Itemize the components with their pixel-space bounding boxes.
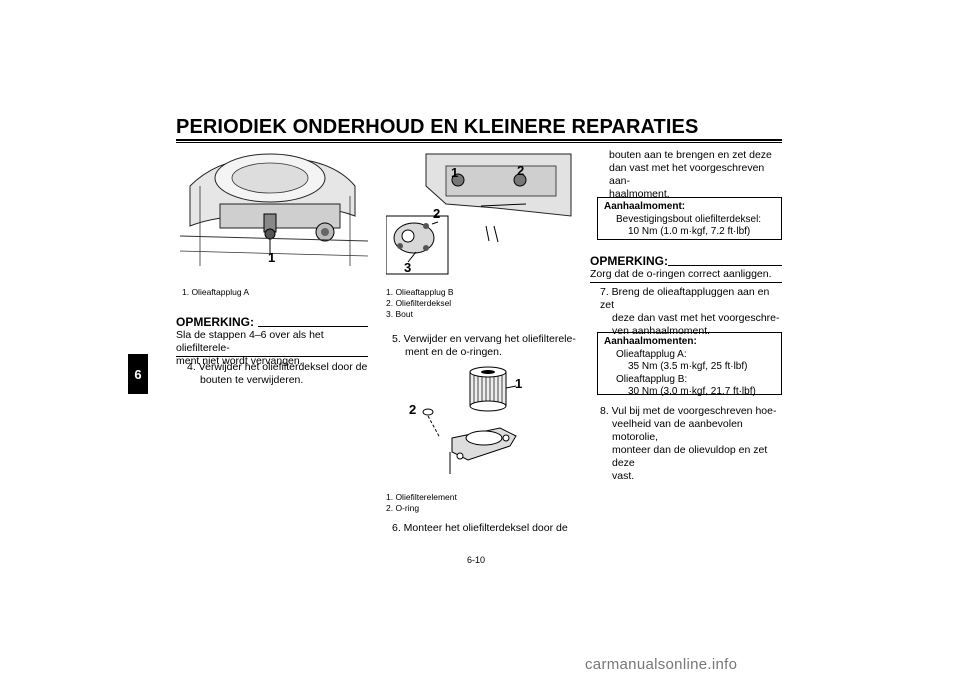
- torque-value: 10 Nm (1.0 m·kgf, 7.2 ft·lbf): [628, 226, 751, 237]
- torque-value-b: 30 Nm (3.0 m·kgf, 21.7 ft·lbf): [628, 386, 756, 397]
- step-4-line-2: bouten te verwijderen.: [200, 374, 304, 386]
- title-rule-thin: [176, 142, 782, 143]
- step-5-line-1: 5. Verwijder en vervang het oliefilterel…: [392, 333, 576, 345]
- filter-element-figure: [400, 364, 540, 484]
- cont-line-2: dan vast met het voorgeschreven aan-: [609, 162, 765, 187]
- note-line-2: ment niet wordt vervangen.: [176, 355, 303, 367]
- step-4: 4. Verwijder het oliefilterdeksel door d…: [187, 361, 371, 387]
- callout-b-3: 2: [433, 206, 441, 221]
- callout-1: 1: [268, 250, 276, 265]
- caption-c-1: 1. Oliefilterelement: [386, 492, 457, 502]
- torque-item: Bevestigingsbout oliefilterdeksel:: [616, 213, 762, 225]
- caption-b-2: 2. Oliefilterdeksel: [386, 298, 452, 308]
- caption-c-2: 2. O-ring: [386, 503, 420, 513]
- note-heading-2: OPMERKING:: [590, 254, 668, 268]
- callout-b-2: 2: [517, 163, 525, 178]
- step-6-line-1: 6. Monteer het oliefilterdeksel door de: [392, 522, 568, 534]
- page-number: 6-10: [467, 555, 486, 565]
- torque-heading: Aanhaalmoment:: [604, 201, 686, 212]
- figure-captions-b: 1. Olieaftapplug B 2. Oliefilterdeksel 3…: [386, 287, 454, 320]
- step-4-line-1: 4. Verwijder het oliefilterdeksel door d…: [187, 361, 368, 373]
- callout-b-1: 1: [451, 165, 459, 180]
- step-7-line-1: 7. Breng de olieaftappluggen aan en zet: [600, 286, 770, 311]
- page-title: PERIODIEK ONDERHOUD EN KLEINERE REPARATI…: [176, 116, 699, 138]
- title-rule: [176, 139, 782, 141]
- note-text-2: Zorg dat de o-ringen correct aanliggen.: [590, 268, 772, 280]
- step-5: 5. Verwijder en vervang het oliefilterel…: [392, 333, 580, 359]
- torque-box-drain-plugs: Aanhaalmomenten: Olieaftapplug A: 35 Nm …: [597, 332, 782, 397]
- note-heading: OPMERKING:: [176, 315, 254, 329]
- step-6: 6. Monteer het oliefilterdeksel door de: [392, 522, 580, 535]
- step-8-line-4: vast.: [612, 470, 635, 482]
- step-7-line-3: ven aanhaalmoment.: [612, 325, 711, 337]
- step-7-line-2: deze dan vast met het voorgeschre-: [612, 312, 780, 324]
- torque-item-b: Olieaftapplug B:: [616, 373, 688, 385]
- filter-element-illustration: [400, 364, 540, 484]
- engine-illustration-a: [180, 146, 368, 274]
- step-6-continuation: bouten aan te brengen en zet deze dan va…: [609, 149, 785, 201]
- note-end-rule-2: [590, 282, 782, 283]
- chapter-tab: 6: [128, 354, 148, 394]
- step-5-line-2: ment en de o-ringen.: [405, 346, 502, 358]
- step-8: 8. Vul bij met de voorgeschreven hoe- ve…: [600, 405, 784, 483]
- figure-caption: 1. Olieaftapplug A: [182, 287, 250, 297]
- step-8-line-1: 8. Vul bij met de voorgeschreven hoe-: [600, 405, 777, 417]
- engine-figure-filter-cover: [386, 146, 576, 276]
- caption-b-1: 1. Olieaftapplug B: [386, 287, 454, 297]
- engine-illustration-b: [386, 146, 576, 276]
- step-8-line-3: monteer dan de olievuldop en zet deze: [612, 444, 768, 469]
- note-text: Sla de stappen 4–6 over als het oliefilt…: [176, 329, 370, 368]
- step-8-line-2: veelheid van de aanbevolen motorolie,: [612, 418, 743, 443]
- torque-heading-2: Aanhaalmomenten:: [604, 336, 697, 347]
- callout-c-2: 2: [409, 402, 417, 417]
- note-end-rule: [176, 356, 368, 357]
- cont-line-1: bouten aan te brengen en zet deze: [609, 149, 772, 161]
- torque-value-a: 35 Nm (3.5 m·kgf, 25 ft·lbf): [628, 361, 748, 372]
- watermark: carmanualsonline.info: [585, 656, 738, 673]
- callout-b-4: 3: [404, 260, 412, 275]
- caption-b-3: 3. Bout: [386, 309, 413, 319]
- torque-box-filter-cover: Aanhaalmoment: Bevestigingsbout oliefilt…: [597, 197, 782, 240]
- torque-item-a: Olieaftapplug A:: [616, 348, 687, 360]
- callout-c-1: 1: [515, 376, 523, 391]
- note-heading-rule-2: [668, 265, 782, 266]
- step-7: 7. Breng de olieaftappluggen aan en zet …: [600, 286, 784, 338]
- note-line-1: Sla de stappen 4–6 over als het oliefilt…: [176, 329, 324, 354]
- engine-figure-drain-plug-a: [180, 146, 368, 274]
- figure-captions-c: 1. Oliefilterelement 2. O-ring: [386, 492, 457, 514]
- note-heading-rule: [258, 326, 368, 327]
